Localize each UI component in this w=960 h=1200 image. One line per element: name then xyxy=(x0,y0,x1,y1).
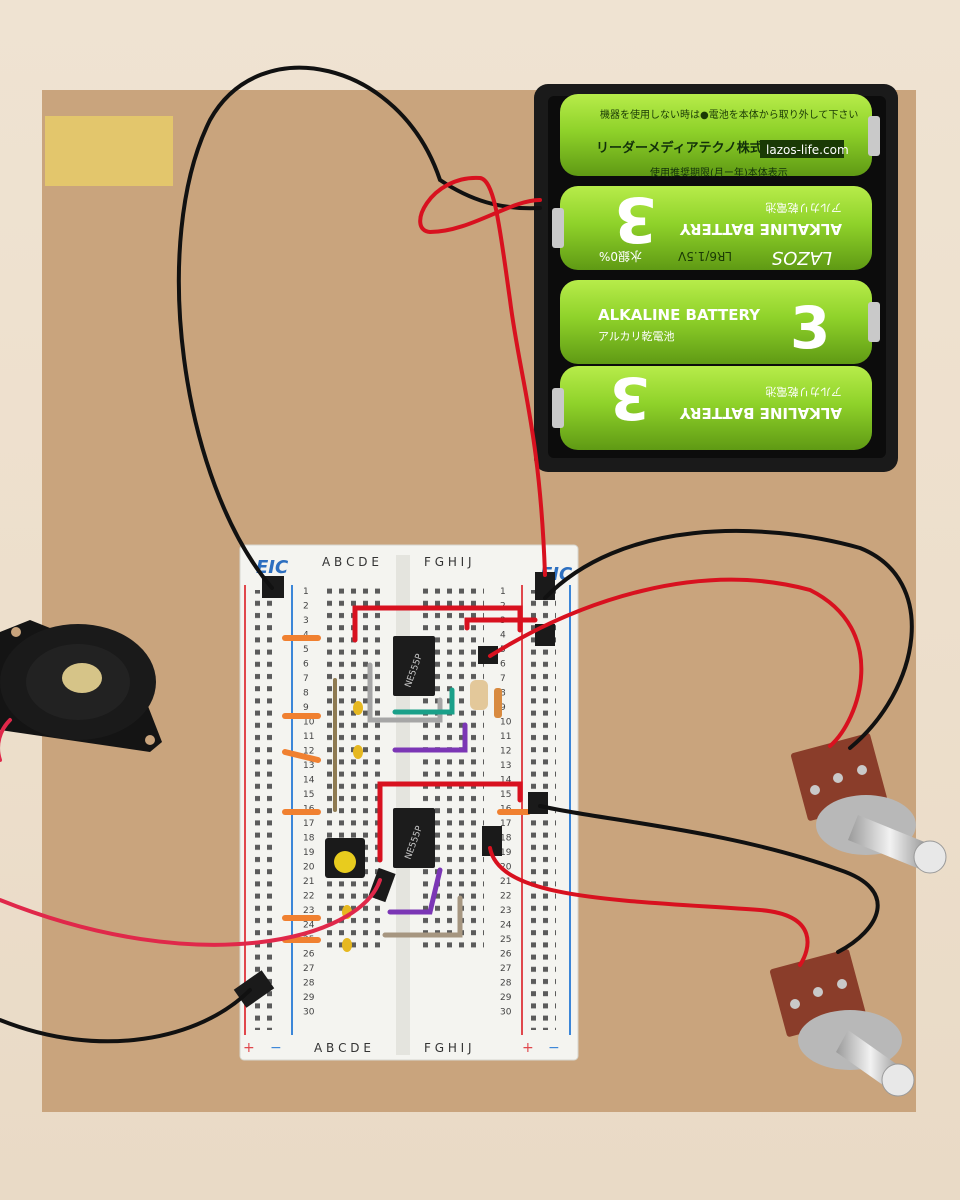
row-number: 18 xyxy=(500,834,512,844)
push-button[interactable] xyxy=(325,838,365,878)
row-number: 11 xyxy=(500,732,511,742)
row-numbers-left: 1234567891011121314151617181920212223242… xyxy=(303,587,315,1018)
columns-left-bottom: A B C D E xyxy=(314,1041,371,1055)
battery-3-number: 3 xyxy=(790,294,830,362)
rail-left-holes xyxy=(253,590,279,1030)
jumper-wires xyxy=(333,605,538,938)
battery-2: 3 ALKALINE BATTERY アルカリ乾電池 LAZOS LR6/1.5… xyxy=(552,183,872,270)
row-number: 1 xyxy=(500,587,506,597)
row-number: 5 xyxy=(303,645,309,655)
row-number: 24 xyxy=(500,921,512,931)
battery-2-brand: LAZOS xyxy=(772,247,832,268)
battery-3-jp: アルカリ乾電池 xyxy=(598,330,675,343)
row-number: 10 xyxy=(303,718,315,728)
row-number: 27 xyxy=(303,964,314,974)
row-number: 2 xyxy=(303,602,309,612)
capacitors xyxy=(342,701,363,952)
battery-1-warning: 機器を使用しない時は●電池を本体から取り外して下さい xyxy=(600,108,858,121)
row-number: 24 xyxy=(303,921,315,931)
row-number: 18 xyxy=(303,834,315,844)
row-number: 21 xyxy=(303,877,314,887)
row-number: 28 xyxy=(500,979,512,989)
brand-left: EIC xyxy=(256,557,289,578)
battery-1-maker: リーダーメディアテクノ株式会社 xyxy=(596,140,789,156)
row-number: 17 xyxy=(303,819,314,829)
battery-4-jp: アルカリ乾電池 xyxy=(765,385,842,398)
row-number: 1 xyxy=(303,587,309,597)
ic-chip-1: NE555P xyxy=(393,636,435,696)
battery-1-notice: 使用推奨期限(月ー年)本体表示 xyxy=(650,166,788,179)
potentiometer-1[interactable] xyxy=(790,733,947,874)
row-number: 12 xyxy=(500,747,511,757)
battery-2-label: ALKALINE BATTERY xyxy=(679,220,842,238)
rail-plus-left: + xyxy=(243,1040,255,1056)
row-number: 17 xyxy=(500,819,511,829)
row-number: 30 xyxy=(500,1008,512,1018)
row-number: 25 xyxy=(500,935,511,945)
potentiometer-2[interactable] xyxy=(769,949,915,1097)
row-number: 13 xyxy=(500,761,511,771)
row-number: 26 xyxy=(303,950,315,960)
row-number: 30 xyxy=(303,1008,315,1018)
rail-minus-right: − xyxy=(548,1040,560,1056)
row-number: 14 xyxy=(500,776,512,786)
columns-right-top: F G H I J xyxy=(424,555,472,569)
piezo-buzzer xyxy=(0,620,162,752)
row-number: 3 xyxy=(303,616,309,626)
row-number: 29 xyxy=(303,993,315,1003)
battery-2-jp: アルカリ乾電池 xyxy=(765,201,842,214)
row-number: 6 xyxy=(303,660,309,670)
row-number: 29 xyxy=(500,993,512,1003)
row-number: 22 xyxy=(303,892,314,902)
battery-2-number: 3 xyxy=(614,183,657,256)
row-number: 23 xyxy=(303,906,314,916)
row-number: 19 xyxy=(500,848,512,858)
row-number: 23 xyxy=(500,906,511,916)
row-number: 14 xyxy=(303,776,315,786)
battery-4: 3 ALKALINE BATTERY アルカリ乾電池 xyxy=(552,364,872,450)
row-number: 8 xyxy=(500,689,506,699)
row-number: 13 xyxy=(303,761,314,771)
row-number: 10 xyxy=(500,718,512,728)
battery-1-site: lazos-life.com xyxy=(766,143,849,157)
row-number: 27 xyxy=(500,964,511,974)
battery-3: ALKALINE BATTERY アルカリ乾電池 3 xyxy=(560,280,880,364)
row-number: 11 xyxy=(303,732,314,742)
row-number: 9 xyxy=(303,703,309,713)
battery-2-mercury: 水銀0% xyxy=(599,249,642,263)
orange-jumpers xyxy=(282,635,531,943)
row-number: 7 xyxy=(500,674,506,684)
row-number: 20 xyxy=(303,863,315,873)
row-number: 28 xyxy=(303,979,315,989)
row-number: 22 xyxy=(500,892,511,902)
rail-minus-left: − xyxy=(270,1040,282,1056)
long-wires xyxy=(0,65,914,1044)
row-number: 7 xyxy=(303,674,309,684)
row-number: 26 xyxy=(500,950,512,960)
battery-3-label: ALKALINE BATTERY xyxy=(598,306,761,324)
row-number: 9 xyxy=(500,703,506,713)
row-number: 6 xyxy=(500,660,506,670)
row-number: 15 xyxy=(500,790,511,800)
row-number: 21 xyxy=(500,877,511,887)
row-number: 19 xyxy=(303,848,315,858)
masking-tape xyxy=(45,116,173,186)
battery-holder: 機器を使用しない時は●電池を本体から取り外して下さい リーダーメディアテクノ株式… xyxy=(534,84,898,472)
row-number: 12 xyxy=(303,747,314,757)
columns-left-top: A B C D E xyxy=(322,555,379,569)
row-number: 20 xyxy=(500,863,512,873)
resistor xyxy=(470,680,502,718)
row-number: 8 xyxy=(303,689,309,699)
row-number: 15 xyxy=(303,790,314,800)
battery-2-type: LR6/1.5V xyxy=(677,249,732,263)
columns-right-bottom: F G H I J xyxy=(424,1041,472,1055)
battery-4-label: ALKALINE BATTERY xyxy=(679,404,842,422)
rail-plus-right: + xyxy=(522,1040,534,1056)
ic-chip-2: NE555P xyxy=(393,808,435,868)
row-number: 4 xyxy=(500,631,506,641)
battery-1: 機器を使用しない時は●電池を本体から取り外して下さい リーダーメディアテクノ株式… xyxy=(560,94,880,179)
battery-4-number: 3 xyxy=(610,364,650,432)
